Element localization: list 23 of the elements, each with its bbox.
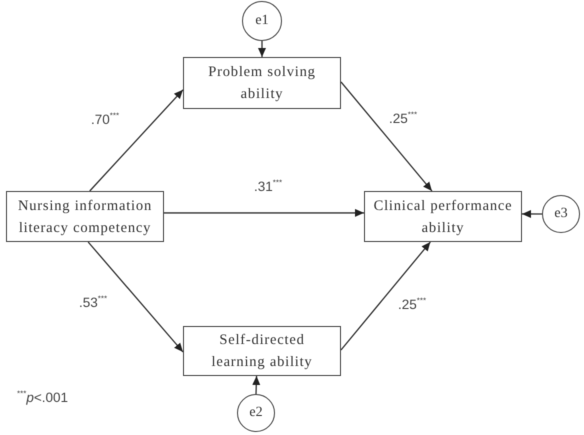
node-label: Nursing information literacy competency	[16, 196, 153, 238]
node-label: e3	[554, 206, 568, 222]
arrow	[89, 89, 184, 192]
significance-note: $^{***}$p<.001	[16, 390, 70, 406]
arrow	[258, 41, 266, 57]
arrow	[88, 242, 184, 352]
variable-box	[364, 191, 522, 242]
error-term-circle	[542, 195, 580, 233]
error-term-circle	[242, 1, 282, 41]
node-label: Self-directed learning ability	[210, 331, 314, 372]
node-label: Problem solving ability	[207, 63, 317, 104]
node-label: e1	[255, 13, 269, 29]
arrow	[340, 82, 432, 192]
variable-box	[183, 57, 341, 109]
node-label: Clinical performance ability	[372, 196, 514, 238]
arrow	[340, 242, 431, 350]
error-term-circle	[237, 394, 275, 432]
arrow	[164, 208, 364, 217]
arrow	[522, 210, 542, 218]
node-label: e2	[249, 405, 263, 421]
variable-box	[183, 326, 341, 376]
variable-box	[6, 191, 164, 242]
arrow	[252, 376, 260, 394]
